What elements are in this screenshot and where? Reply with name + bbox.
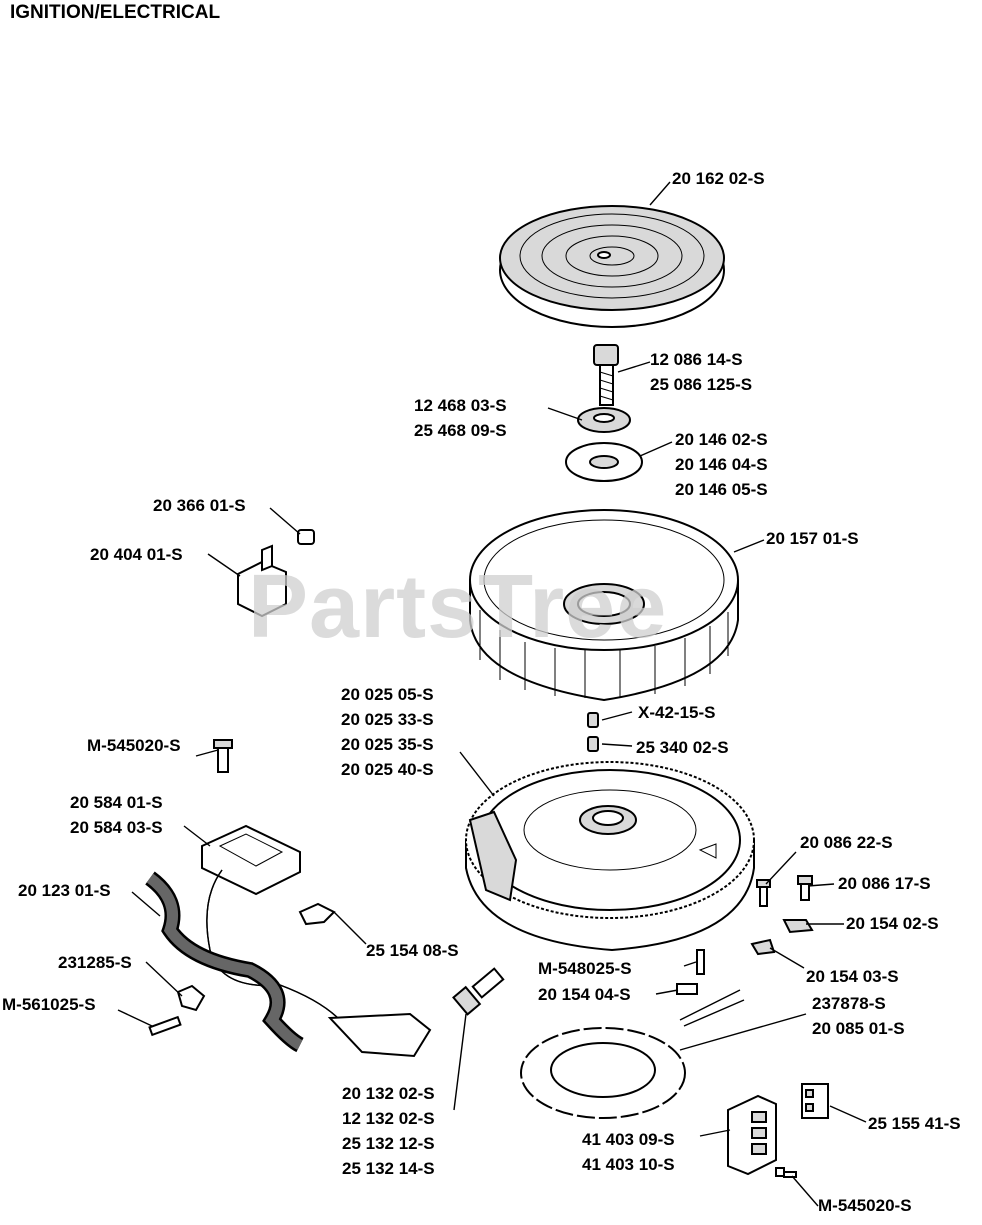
part-number: 12 086 14-S <box>650 350 743 369</box>
part-callout-41-403-09[interactable]: 41 403 09-S 41 403 10-S <box>582 1127 675 1177</box>
part-callout-m-545020-b[interactable]: M-545020-S <box>818 1193 912 1218</box>
part-callout-20-086-17[interactable]: 20 086 17-S <box>838 871 931 896</box>
part-number: 20 584 03-S <box>70 818 163 837</box>
part-callout-237878[interactable]: 237878-S 20 085 01-S <box>812 991 905 1041</box>
part-number: X-42-15-S <box>638 703 716 722</box>
part-number: 20 157 01-S <box>766 529 859 548</box>
part-number: 25 132 12-S <box>342 1134 435 1153</box>
part-number: 20 154 04-S <box>538 985 631 1004</box>
part-number: M-548025-S <box>538 959 632 978</box>
drive-cup-part <box>565 442 643 482</box>
part-number: M-545020-S <box>818 1196 912 1215</box>
part-callout-m-561025[interactable]: M-561025-S <box>2 992 96 1017</box>
part-number: 25 132 14-S <box>342 1159 435 1178</box>
part-number: 20 086 22-S <box>800 833 893 852</box>
part-number: 20 086 17-S <box>838 874 931 893</box>
part-number: 20 132 02-S <box>342 1084 435 1103</box>
part-callout-20-157-01[interactable]: 20 157 01-S <box>766 526 859 551</box>
part-number: 20 154 02-S <box>846 914 939 933</box>
ignition-module-part <box>201 739 432 1058</box>
watermark: PartsTree <box>248 557 668 657</box>
part-number: 20 366 01-S <box>153 496 246 515</box>
part-number: 237878-S <box>812 994 886 1013</box>
part-callout-20-154-04[interactable]: 20 154 04-S <box>538 982 631 1007</box>
part-callout-20-404-01[interactable]: 20 404 01-S <box>90 542 183 567</box>
part-callout-m-548025[interactable]: M-548025-S <box>538 956 632 981</box>
part-number: 41 403 09-S <box>582 1130 675 1149</box>
part-number: 25 468 09-S <box>414 421 507 440</box>
part-number: 20 123 01-S <box>18 881 111 900</box>
washer-part <box>577 407 631 433</box>
part-number: M-545020-S <box>87 736 181 755</box>
part-callout-20-132-02[interactable]: 20 132 02-S 12 132 02-S 25 132 12-S 25 1… <box>342 1081 435 1181</box>
part-number: 41 403 10-S <box>582 1155 675 1174</box>
leader-lines <box>117 181 867 1207</box>
part-number: 20 025 35-S <box>341 735 434 754</box>
part-callout-20-086-22[interactable]: 20 086 22-S <box>800 830 893 855</box>
part-callout-12-086-14[interactable]: 12 086 14-S 25 086 125-S <box>650 347 752 397</box>
regulator-part <box>727 1094 797 1178</box>
stator-part <box>520 989 745 1119</box>
part-callout-20-154-02[interactable]: 20 154 02-S <box>846 911 939 936</box>
part-callout-25-340-02[interactable]: 25 340 02-S <box>636 735 729 760</box>
part-number: M-561025-S <box>2 995 96 1014</box>
part-number: 20 146 02-S <box>675 430 768 449</box>
grass-screen-part <box>499 205 725 328</box>
part-number: 20 584 01-S <box>70 793 163 812</box>
part-callout-20-154-03[interactable]: 20 154 03-S <box>806 964 899 989</box>
part-number: 12 468 03-S <box>414 396 507 415</box>
part-number: 20 085 01-S <box>812 1019 905 1038</box>
bolt-part <box>676 875 814 995</box>
part-callout-20-123-01[interactable]: 20 123 01-S <box>18 878 111 903</box>
page-title: IGNITION/ELECTRICAL <box>10 2 221 23</box>
spark-plug-part <box>452 967 505 1016</box>
part-callout-20-366-01[interactable]: 20 366 01-S <box>153 493 246 518</box>
part-number: 25 155 41-S <box>868 1114 961 1133</box>
flywheel-key-part <box>587 712 599 752</box>
connector-part <box>801 1083 829 1119</box>
part-number: 25 086 125-S <box>650 375 753 394</box>
part-number: 25 154 08-S <box>366 941 459 960</box>
part-number: 20 162 02-S <box>672 169 765 188</box>
part-callout-25-155-41[interactable]: 25 155 41-S <box>868 1111 961 1136</box>
part-callout-12-468-03[interactable]: 12 468 03-S 25 468 09-S <box>414 393 507 443</box>
part-number: 20 025 33-S <box>341 710 434 729</box>
part-number: 20 025 40-S <box>341 760 434 779</box>
part-callout-m-545020[interactable]: M-545020-S <box>87 733 181 758</box>
part-callout-20-162-02[interactable]: 20 162 02-S <box>672 166 765 191</box>
part-number: 20 154 03-S <box>806 967 899 986</box>
part-callout-25-154-08[interactable]: 25 154 08-S <box>366 938 459 963</box>
part-callout-x-42-15[interactable]: X-42-15-S <box>638 700 715 725</box>
part-number: 231285-S <box>58 953 132 972</box>
part-number: 20 146 05-S <box>675 480 768 499</box>
flywheel-part <box>465 761 755 952</box>
part-callout-20-584-01[interactable]: 20 584 01-S 20 584 03-S <box>70 790 163 840</box>
ground-wire-part <box>145 871 304 1053</box>
part-callout-20-146-02[interactable]: 20 146 02-S 20 146 04-S 20 146 05-S <box>675 427 768 502</box>
fan-part <box>469 509 739 702</box>
flywheel-bolt-part <box>593 344 619 406</box>
relay-part <box>237 529 315 618</box>
part-callout-20-025-05[interactable]: 20 025 05-S 20 025 33-S 20 025 35-S 20 0… <box>341 682 434 782</box>
part-callout-231285[interactable]: 231285-S <box>58 950 132 975</box>
part-number: 25 340 02-S <box>636 738 729 757</box>
part-number: 20 025 05-S <box>341 685 434 704</box>
part-number: 20 146 04-S <box>675 455 768 474</box>
part-number: 20 404 01-S <box>90 545 183 564</box>
part-number: 12 132 02-S <box>342 1109 435 1128</box>
clip-part <box>148 902 336 1037</box>
